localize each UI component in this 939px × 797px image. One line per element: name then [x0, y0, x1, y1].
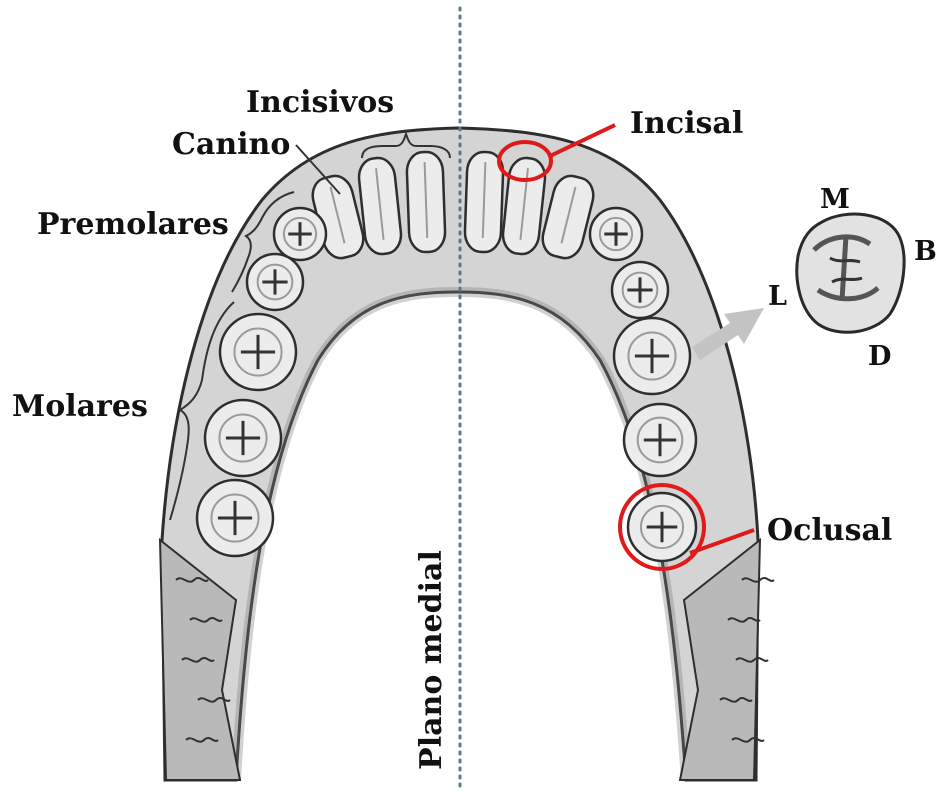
premolar-right-1 — [590, 208, 642, 260]
label-canino: Canino — [172, 130, 290, 160]
premolar-left-1 — [274, 208, 326, 260]
molar-right-1 — [614, 318, 690, 394]
label-lingual: L — [768, 283, 787, 310]
label-mesial: M — [820, 186, 850, 213]
isolated-molar — [797, 214, 904, 332]
premolar-right-2 — [612, 262, 668, 318]
molar-left-3 — [197, 480, 273, 556]
label-incisivos: Incisivos — [246, 88, 394, 118]
incisor-right-1 — [464, 151, 503, 252]
label-bucal: B — [914, 238, 937, 265]
molar-right-3 — [628, 493, 696, 561]
molar-left-1 — [220, 314, 296, 390]
label-oclusal: Oclusal — [767, 516, 892, 546]
premolar-left-2 — [247, 254, 303, 310]
molar-right-2 — [624, 404, 696, 476]
incisor-left-1 — [406, 151, 445, 252]
label-distal: D — [868, 343, 891, 370]
label-premolares: Premolares — [37, 210, 229, 240]
label-molares: Molares — [12, 392, 148, 422]
label-plano-medial: Plano medial — [417, 550, 447, 770]
molar-left-2 — [205, 400, 281, 476]
label-incisal: Incisal — [630, 109, 743, 139]
